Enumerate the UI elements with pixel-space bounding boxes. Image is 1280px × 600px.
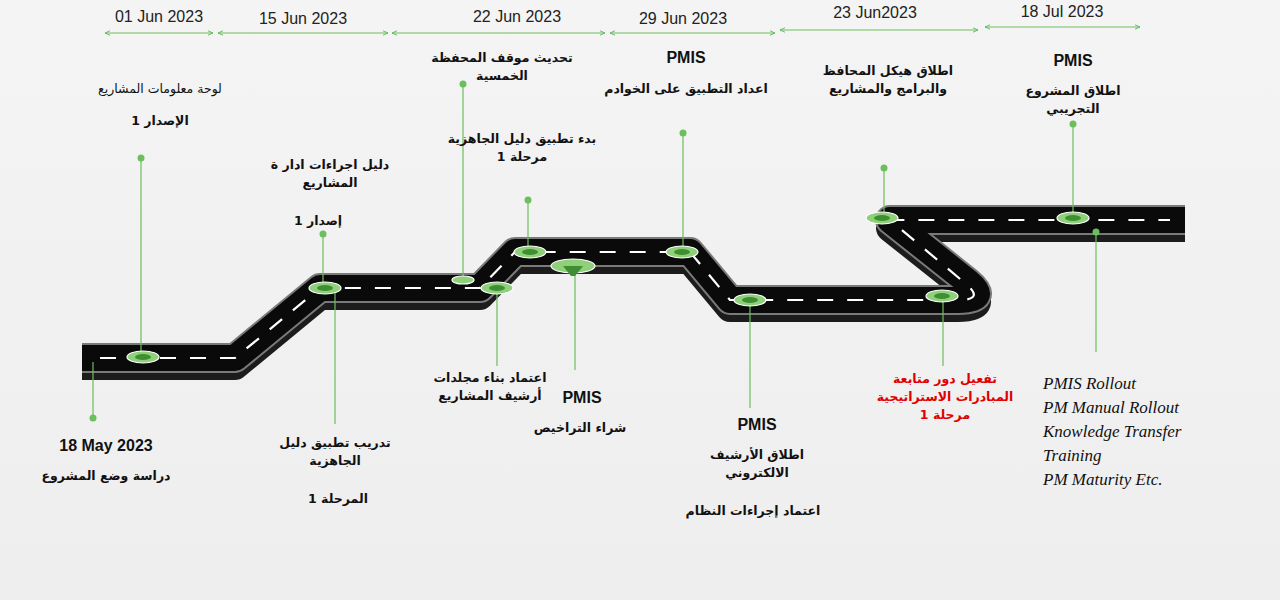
system-tag: PMIS [1033, 49, 1113, 72]
milestone-label: تفعيل دور متابعة المبادرات الاستراتيجية … [865, 370, 1025, 424]
rollout-item: PMIS Rollout [1043, 372, 1203, 396]
milestone-label: اعتماد إجراءات النظام [673, 502, 833, 520]
milestone-markers [127, 212, 1089, 363]
milestone-label: تدريب تطبيق دليل الجاهزية [270, 434, 400, 470]
road-dashes [100, 220, 1170, 358]
milestone-label: اعداد التطبيق على الخوادم [591, 80, 781, 98]
leader-lines [93, 84, 1096, 424]
road [82, 220, 1185, 358]
milestone-centers [135, 215, 1081, 360]
date-label: 01 Jun 2023 [94, 5, 224, 28]
milestone-label: اعتماد بناء مجلدات أرشيف المشاريع [430, 369, 550, 405]
milestone-label: بدء تطبيق دليل الجاهزية مرحلة 1 [447, 130, 597, 166]
milestone-label: دراسة وضع المشروع [26, 467, 186, 485]
milestone-label: المرحلة 1 [288, 490, 388, 508]
date-label: 23 Jun2023 [805, 1, 945, 24]
milestone-label: تحديث موقف المحفظة الخمسية [427, 49, 577, 85]
milestone-label: الإصدار 1 [100, 112, 220, 130]
milestone-label: إصدار 1 [268, 212, 368, 230]
milestone-label: اطلاق المشروع التجريبي [1018, 82, 1128, 118]
rollout-item: Knowledge Transfer Training [1043, 420, 1203, 468]
milestone-label: دليل اجراءات ادار ة المشاريع [255, 156, 405, 192]
date-label: 18 Jul 2023 [992, 0, 1132, 23]
milestone-label: شراء التراخيص [515, 419, 645, 437]
date-span-arrows [105, 27, 1140, 33]
milestone-label: اطلاق الأرشيف الالكتروني [697, 446, 817, 482]
system-tag: PMIS [646, 46, 726, 69]
system-tag: PMIS [547, 386, 617, 409]
road-outline [82, 220, 1185, 358]
date-label: 18 May 2023 [31, 434, 181, 457]
leader-dots [90, 81, 1100, 422]
date-label: 15 Jun 2023 [233, 7, 373, 30]
milestone-label: اطلاق هيكل المحافظ والبرامج والمشاريع [818, 62, 958, 98]
date-label: 29 Jun 2023 [613, 7, 753, 30]
date-label: 22 Jun 2023 [447, 5, 587, 28]
system-tag: PMIS [717, 413, 797, 436]
milestone-label: لوحة معلومات المشاريع [75, 80, 245, 98]
rollout-item: PM Maturity Etc. [1043, 468, 1203, 492]
rollout-item: PM Manual Rollout [1043, 396, 1203, 420]
license-marker [551, 259, 595, 276]
